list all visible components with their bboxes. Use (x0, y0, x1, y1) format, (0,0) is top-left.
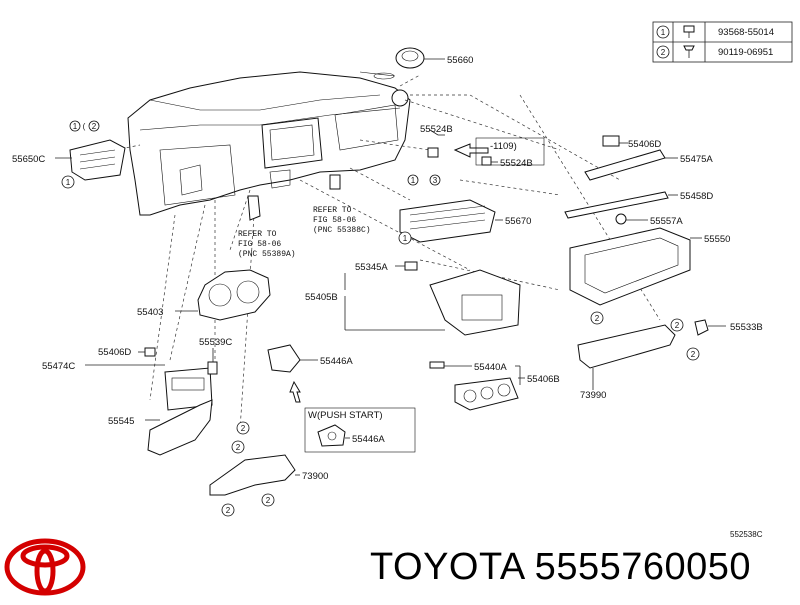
circle-2-g: 2 (226, 506, 231, 515)
arrow-icon (453, 143, 489, 158)
label-55670: 55670 (505, 216, 531, 227)
legend-part-2: 90119-06951 (718, 47, 773, 58)
label-55474c: 55474C (42, 361, 75, 372)
label-55557a: 55557A (650, 216, 683, 227)
label-push-start: W(PUSH START) (308, 410, 383, 421)
part-55406d-bracket (602, 135, 628, 147)
circle-2-h: 2 (266, 496, 271, 505)
part-55550-glovebox (569, 227, 702, 306)
part-55458d-strip (564, 191, 678, 219)
label-73900: 73900 (302, 471, 328, 482)
part-55670-center-vent (399, 199, 503, 243)
part-55474c-lower-panel (85, 347, 213, 411)
svg-text:(: ( (83, 122, 86, 131)
part-55446a-cover (267, 344, 318, 373)
label-55440a: 55440A (474, 362, 507, 373)
label-55406d-left: 55406D (98, 347, 131, 358)
ref-note-55389a: REFER TO FIG 58-06 (PNC 55389A) (238, 195, 296, 259)
legend-num-2: 2 (661, 48, 666, 57)
part-55345a-clip (395, 261, 418, 271)
label-55533b: 55533B (730, 322, 763, 333)
circle-1-d: 1 (403, 234, 408, 243)
legend-circle-2 (656, 45, 670, 59)
ref1-line2: FIG 58-06 (313, 216, 356, 225)
up-arrow-icon (289, 380, 301, 403)
label-55406b: 55406B (527, 374, 560, 385)
label-55403: 55403 (137, 307, 163, 318)
screw-icon (683, 45, 695, 58)
part-73900-lower-trim (209, 454, 300, 496)
clip-icon (683, 25, 695, 38)
part-55403-cluster-hood (175, 269, 271, 321)
circle-1-a: 1 (73, 122, 78, 131)
label-55650c: 55650C (12, 154, 45, 165)
circle-2-b: 2 (595, 314, 600, 323)
circle-2-d: 2 (691, 350, 696, 359)
legend-num-1: 1 (661, 28, 666, 37)
part-73990-lower-cover (577, 319, 726, 390)
label-55405b: 55405B (305, 292, 338, 303)
label-55539c: 55539C (199, 337, 232, 348)
label-55550: 55550 (704, 234, 730, 245)
brand-part-title: TOYOTA 5555760050 (370, 546, 752, 588)
label-55660: 55660 (447, 55, 473, 66)
part-55446a-push-start (317, 424, 350, 447)
label-55524b-b: 55524B (500, 158, 533, 169)
ref2-line3: (PNC 55389A) (238, 250, 296, 259)
circle-2-c: 2 (675, 321, 680, 330)
label-55406d-top: 55406D (628, 139, 661, 150)
ref-note-55388c: REFER TO FIG 58-06 (PNC 55388C) (313, 174, 371, 235)
circle-1-c: 1 (411, 176, 416, 185)
part-55557a-latch (615, 213, 648, 225)
label-1109: -1109) (490, 141, 517, 152)
label-55475a: 55475A (680, 154, 713, 165)
label-55545: 55545 (108, 416, 134, 427)
toyota-logo (4, 538, 86, 596)
part-55475a-trim (584, 149, 678, 181)
part-55440a-control-panel (429, 361, 525, 411)
circle-3-a: 3 (433, 176, 438, 185)
circle-2-e: 2 (241, 424, 246, 433)
part-55545-knee-panel (145, 399, 213, 456)
part-55539c-clip (207, 348, 218, 375)
part-55650c-side-vent (55, 139, 126, 181)
part-55405b-bezel (344, 269, 521, 336)
legend-part-1: 93568-55014 (718, 27, 774, 38)
circle-2-f: 2 (236, 443, 241, 452)
figure-code: 552538C (730, 530, 763, 539)
legend-table: 1 2 93568-55014 90119-06951 (652, 21, 793, 63)
circle-2-a: 2 (92, 122, 97, 131)
legend-circle-1 (656, 25, 670, 39)
ref2-line2: FIG 58-06 (238, 240, 281, 249)
label-55345a: 55345A (355, 262, 388, 273)
label-73990: 73990 (580, 390, 606, 401)
label-55446a-a: 55446A (320, 356, 353, 367)
ref2-line1: REFER TO (238, 230, 277, 239)
part-55524b-clip (427, 129, 445, 158)
ref1-line1: REFER TO (313, 206, 352, 215)
label-55524b-a: 55524B (420, 124, 453, 135)
part-55660-vent (395, 47, 445, 69)
instrument-panel-drawing (127, 71, 411, 216)
ref1-line3: (PNC 55388C) (313, 226, 371, 235)
push-start-box (304, 407, 416, 453)
label-55458d: 55458D (680, 191, 713, 202)
circle-1-b: 1 (66, 178, 71, 187)
label-55446a-b: 55446A (352, 434, 385, 445)
